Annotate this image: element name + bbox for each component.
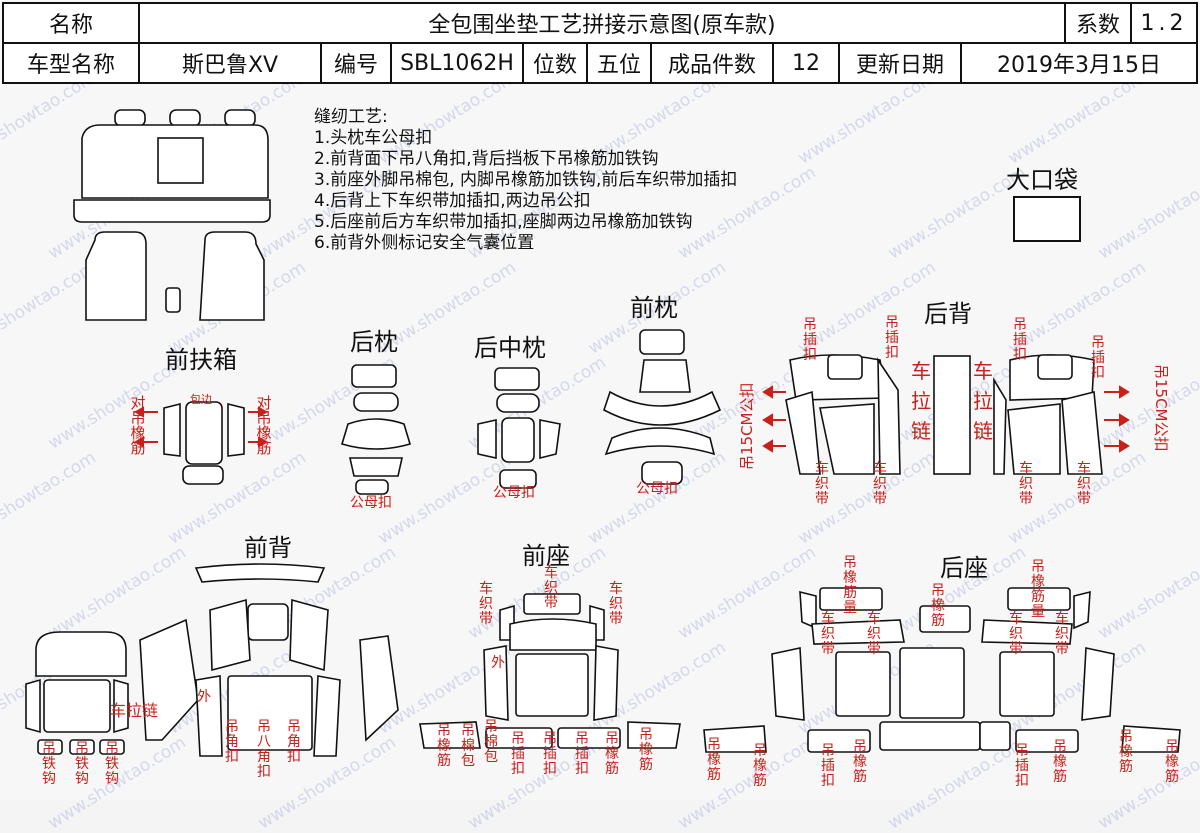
rear-headrest-title: 后枕 [350, 328, 398, 356]
label-cotton-pad-1: 吊棉包 [461, 723, 475, 769]
label-buckle-rear-back-1: 吊插扣 [803, 317, 817, 363]
label-zipper-left: 车拉链 [911, 359, 931, 443]
coef-label: 系数 [1064, 2, 1132, 44]
date-value: 2019年3月15日 [960, 42, 1198, 84]
label-buckle-front-seat-1: 吊插扣 [511, 731, 525, 777]
label-webbing-rear-seat-1: 车织带 [821, 611, 835, 657]
code-label: 编号 [320, 42, 392, 84]
model-label: 车型名称 [2, 42, 140, 84]
rear-back-title: 后背 [924, 300, 972, 328]
front-seat-pieces [419, 593, 681, 749]
label-webbing-rear-seat-4: 车织带 [1055, 611, 1069, 657]
front-headrest-title: 前枕 [630, 294, 678, 322]
label-webbing-rear-back-4: 车织带 [1077, 461, 1091, 507]
front-back-pieces [25, 563, 399, 757]
label-webbing-front-seat-right: 车织带 [609, 581, 623, 627]
label-buckle-rear-back-3: 吊插扣 [1013, 317, 1027, 363]
label-elastic-rear-seat-8: 吊橡筋 [1165, 739, 1179, 785]
label-buckle-rear-back-4: 吊插扣 [1091, 335, 1105, 381]
front-armrest-pieces [133, 401, 269, 485]
header-table: 名称 全包围坐垫工艺拼接示意图(原车款) 系数 1.2 车型名称 斯巴鲁XV 编… [2, 2, 1198, 84]
label-cotton-pad-2: 吊棉包 [484, 719, 498, 765]
rear-back-pieces [762, 354, 1130, 475]
label-corner-clip-2: 吊角扣 [287, 719, 301, 765]
label-tie-elastic-left: 对吊橡筋 [130, 394, 146, 457]
label-elastic-rear-seat-7: 吊橡筋 [1119, 729, 1133, 775]
sewing-heading: 缝纫工艺: [314, 107, 388, 127]
label-webbing-rear-back-3: 车织带 [1019, 461, 1033, 507]
front-headrest-pieces [603, 329, 722, 485]
label-tie-elastic-right: 对吊橡筋 [256, 394, 272, 457]
rear-mid-headrest-pieces [477, 367, 561, 489]
label-binding: 包边 [190, 393, 212, 406]
sewing-step: 2.前背面下吊八角扣,背后挡板下吊橡筋加铁钩 [314, 149, 659, 169]
big-pocket-title: 大口袋 [1006, 166, 1078, 194]
label-elastic-rear-seat-2: 吊橡筋量 [1031, 559, 1045, 620]
label-15cm-snap-left: 吊15CM公扣 [738, 382, 756, 470]
label-elastic-rear-seat-4: 吊橡筋 [753, 743, 767, 789]
front-armrest-title: 前扶箱 [165, 346, 237, 374]
label-webbing-rear-back-1: 车织带 [815, 461, 829, 507]
label-elastic-front-seat-3: 吊橡筋 [639, 727, 653, 773]
label-elastic-front-seat-1: 吊橡筋 [437, 723, 451, 769]
label-outer-front-seat: 外 [491, 655, 505, 671]
pattern-pieces [25, 109, 1181, 757]
front-back-title: 前背 [244, 534, 292, 562]
label-elastic-rear-seat-1: 吊橡筋量 [843, 555, 857, 616]
code-value: SBL1062H [390, 42, 524, 84]
label-elastic-rear-seat-6: 吊橡筋 [1053, 739, 1067, 785]
label-buckle-front-seat-3: 吊插扣 [575, 731, 589, 777]
rear-headrest-pieces [341, 364, 411, 495]
label-snap-front-headrest: 公母扣 [636, 481, 678, 497]
label-buckle-rear-seat-1: 吊插扣 [821, 743, 835, 789]
label-elastic-rear-seat-mid: 吊橡筋 [931, 583, 945, 629]
rear-seat-title: 后座 [940, 554, 988, 582]
label-outer-front-back: 外 [197, 689, 211, 705]
label-zipper-front-back: 车拉链 [110, 701, 159, 720]
model-value: 斯巴鲁XV [138, 42, 322, 84]
label-octagon-clip: 吊八角扣 [257, 719, 271, 780]
coef-value: 1.2 [1130, 2, 1198, 44]
rear-mid-headrest-title: 后中枕 [474, 334, 546, 362]
seats-value: 五位 [586, 42, 652, 84]
label-snap-rear-mid-headrest: 公母扣 [493, 485, 535, 501]
label-buckle-front-seat-2: 吊插扣 [543, 731, 557, 777]
label-buckle-rear-back-2: 吊插扣 [885, 315, 899, 361]
label-elastic-front-seat-2: 吊橡筋 [605, 731, 619, 777]
big-pocket-piece [1013, 196, 1081, 242]
front-seat-title: 前座 [522, 542, 570, 570]
label-hook-1: 吊铁钩 [42, 741, 56, 787]
label-webbing-rear-back-2: 车织带 [873, 461, 887, 507]
sewing-step: 3.前座外脚吊棉包, 内脚吊橡筋加铁钩,前后车织带加插扣 [314, 170, 738, 190]
label-hook-3: 吊铁钩 [105, 741, 119, 787]
name-label: 名称 [2, 2, 140, 44]
pieces-value: 12 [772, 42, 840, 84]
sewing-step: 4.后背上下车织带加插扣,两边吊公扣 [314, 191, 591, 211]
label-webbing-rear-seat-3: 车织带 [1009, 611, 1023, 657]
seat-overview [73, 109, 271, 321]
label-corner-clip-1: 吊角扣 [225, 719, 239, 765]
label-buckle-rear-seat-2: 吊插扣 [1015, 743, 1029, 789]
label-15cm-snap-right: 吊15CM公扣 [1152, 364, 1170, 452]
label-hook-2: 吊铁钩 [75, 741, 89, 787]
label-webbing-rear-seat-2: 车织带 [867, 611, 881, 657]
label-elastic-rear-seat-5: 吊橡筋 [853, 739, 867, 785]
pieces-label: 成品件数 [650, 42, 774, 84]
label-snap-rear-headrest: 公母扣 [350, 495, 392, 511]
sewing-step: 6.前背外侧标记安全气囊位置 [314, 233, 535, 253]
sewing-step: 5.后座前后方车织带加插扣,座脚两边吊橡筋加铁钩 [314, 212, 693, 232]
diagram-title: 全包围坐垫工艺拼接示意图(原车款) [138, 2, 1066, 44]
sewing-step: 1.头枕车公母扣 [314, 128, 433, 148]
label-webbing-front-seat-top: 车织带 [544, 565, 558, 611]
label-elastic-rear-seat-3: 吊橡筋 [707, 737, 721, 783]
label-webbing-front-seat-left: 车织带 [479, 581, 493, 627]
rear-seat-pieces [703, 587, 1181, 753]
date-label: 更新日期 [838, 42, 962, 84]
label-zipper-right: 车拉链 [973, 359, 993, 443]
sewing-instructions: 缝纫工艺: 1.头枕车公母扣 2.前背面下吊八角扣,背后挡板下吊橡筋加铁钩 3.… [314, 107, 737, 254]
seats-label: 位数 [522, 42, 588, 84]
